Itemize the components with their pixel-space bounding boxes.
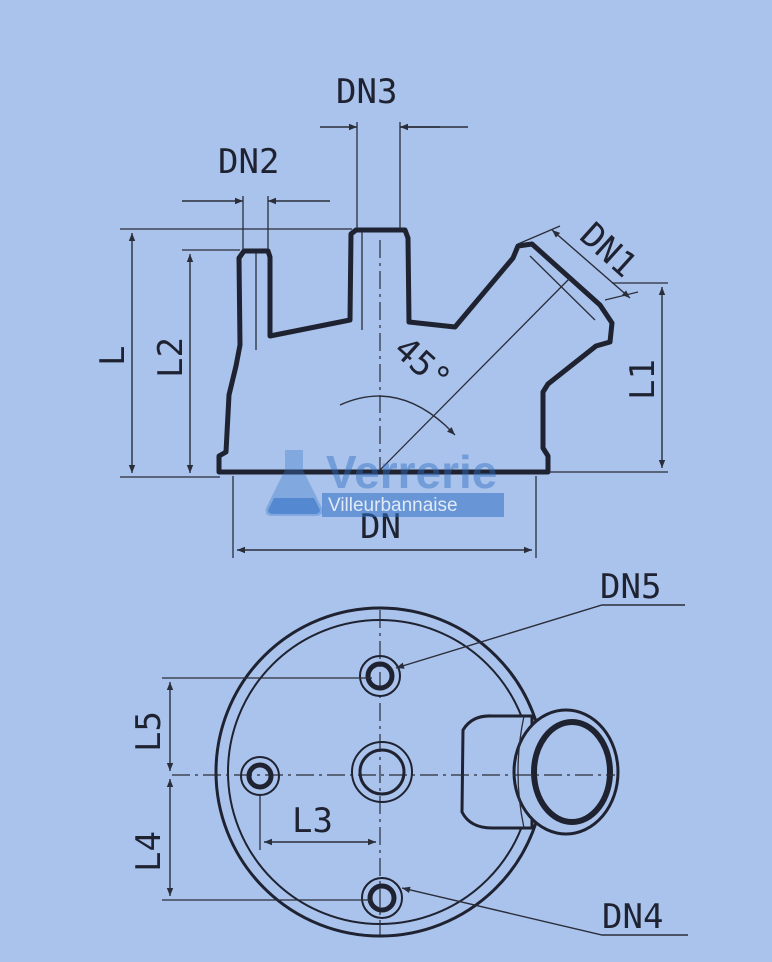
dn4-leader (401, 886, 688, 936)
dn3-label: DN3 (336, 72, 397, 112)
l2-label: L2 (151, 337, 191, 378)
l3-label: L3 (292, 801, 333, 841)
watermark-sub-bar (322, 493, 504, 517)
dn1-branch-body (460, 714, 534, 830)
dn2-label: DN2 (218, 142, 279, 182)
dn1-extension-bottom (604, 291, 639, 301)
flask-logo-icon (265, 450, 323, 516)
dn1-axis-line (379, 277, 571, 471)
dn1-dimension-line (551, 229, 631, 299)
side-view-outline (216, 227, 615, 475)
dn1-inner-wall (529, 255, 596, 321)
angle-arc (339, 395, 456, 436)
l5-label: L5 (129, 711, 169, 752)
port-dn4 (361, 877, 403, 919)
watermark-sub: Villeurbannaise (328, 495, 458, 516)
port-dn2 (240, 756, 280, 796)
watermark-brand: Verrerie (326, 446, 497, 498)
dn5-leader (395, 604, 685, 669)
top-view: DN5 DN4 L5 L4 L3 (129, 567, 688, 938)
dn1-flange-inner (531, 719, 613, 825)
l-label: L (93, 346, 133, 366)
dn4-label: DN4 (602, 897, 663, 937)
port-dn5 (359, 655, 401, 697)
angle-label: 45° (386, 329, 458, 400)
port-center (351, 741, 413, 803)
watermark: Verrerie Villeurbannaise (265, 446, 504, 517)
dn1-flange-edge (517, 715, 525, 829)
dn1-extension-top (517, 225, 561, 245)
l1-label: L1 (623, 359, 663, 400)
dn5-label: DN5 (600, 567, 661, 607)
l4-label: L4 (129, 831, 169, 872)
dn1-flange-outer (512, 708, 620, 836)
dn1-label: DN1 (572, 215, 644, 286)
